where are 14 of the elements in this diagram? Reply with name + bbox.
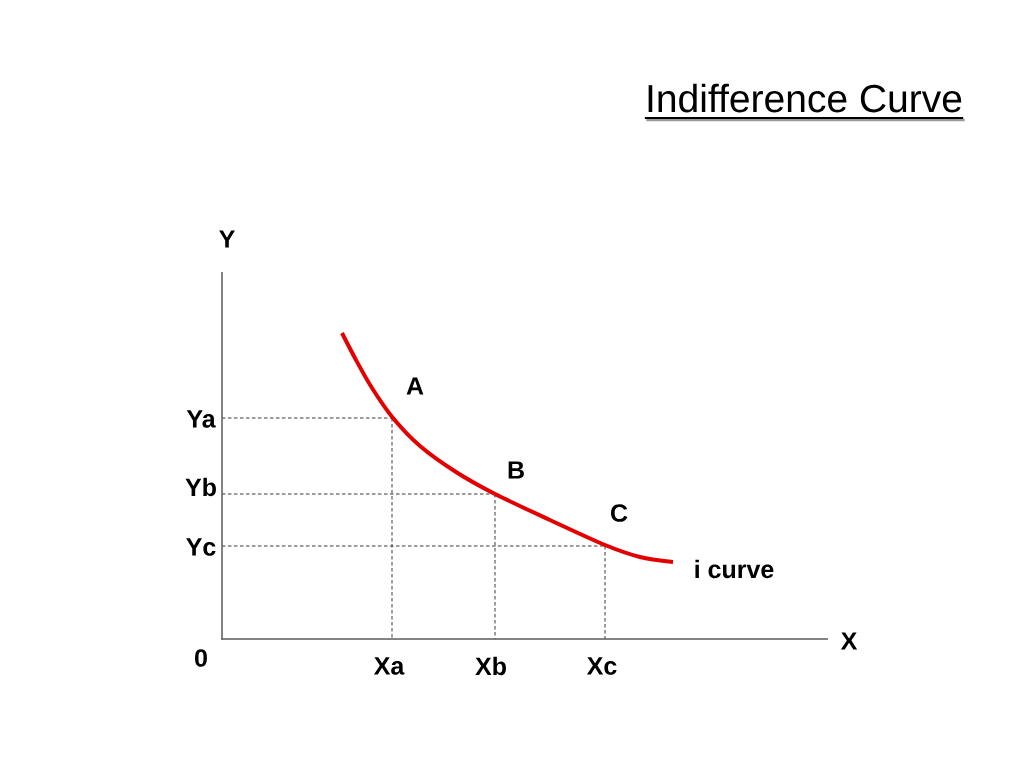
tick-label: Ya: [186, 410, 216, 428]
axis-label: Y: [219, 230, 235, 248]
tick-label: Yc: [186, 538, 216, 556]
title: Indifference Curve: [644, 83, 965, 122]
tick-label: Xa: [373, 657, 405, 675]
point-label: A: [406, 377, 424, 395]
origin-label: 0: [195, 649, 207, 667]
point-label: C: [611, 504, 628, 522]
tick-label: Xc: [586, 657, 617, 675]
point-label: B: [508, 461, 524, 479]
tick-label: Xb: [475, 656, 506, 676]
axis-label: X: [840, 632, 858, 650]
curve-label: i curve: [695, 559, 774, 579]
tick-label: Yb: [185, 477, 216, 497]
